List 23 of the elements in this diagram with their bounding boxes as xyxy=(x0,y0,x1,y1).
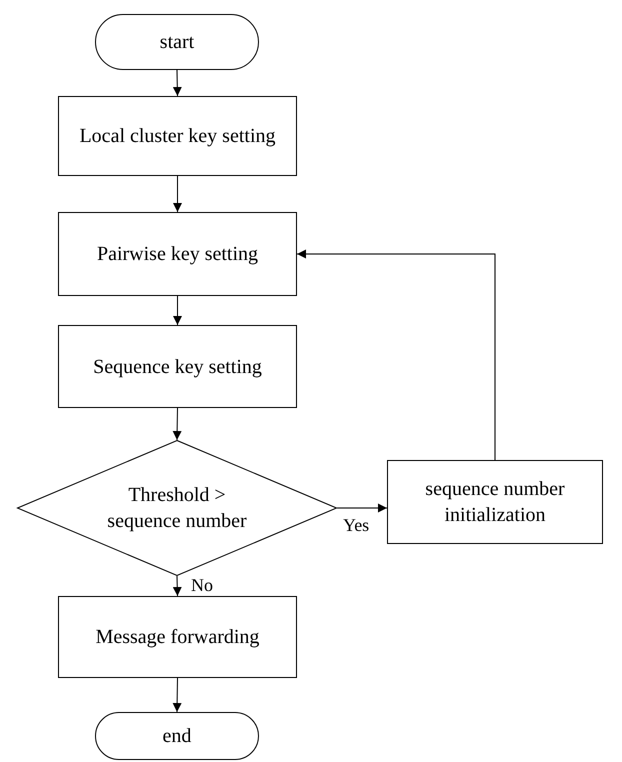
arrow xyxy=(296,250,496,460)
arrow xyxy=(172,70,182,96)
node-label: sequence number initialization xyxy=(424,477,566,528)
process-box xyxy=(58,96,297,176)
arrow xyxy=(172,576,182,596)
process-box xyxy=(58,325,297,408)
node-label: Local cluster key setting xyxy=(79,124,276,149)
terminal-shape xyxy=(95,712,259,760)
node-label: Sequence key setting xyxy=(93,354,262,380)
node-label: Message forwarding xyxy=(96,625,260,650)
arrow xyxy=(336,504,388,512)
arrow xyxy=(172,408,182,440)
arrow xyxy=(172,678,182,712)
process-box xyxy=(387,460,603,544)
arrow xyxy=(173,176,182,212)
node-label: start xyxy=(160,30,194,55)
process-box xyxy=(58,596,297,678)
process-box xyxy=(58,212,297,296)
decision-diamond xyxy=(17,440,337,576)
node-label: Pairwise key setting xyxy=(96,242,258,267)
node-label: end xyxy=(162,724,192,749)
arrow xyxy=(173,296,182,326)
node-label: Threshold > sequence number xyxy=(106,483,248,534)
